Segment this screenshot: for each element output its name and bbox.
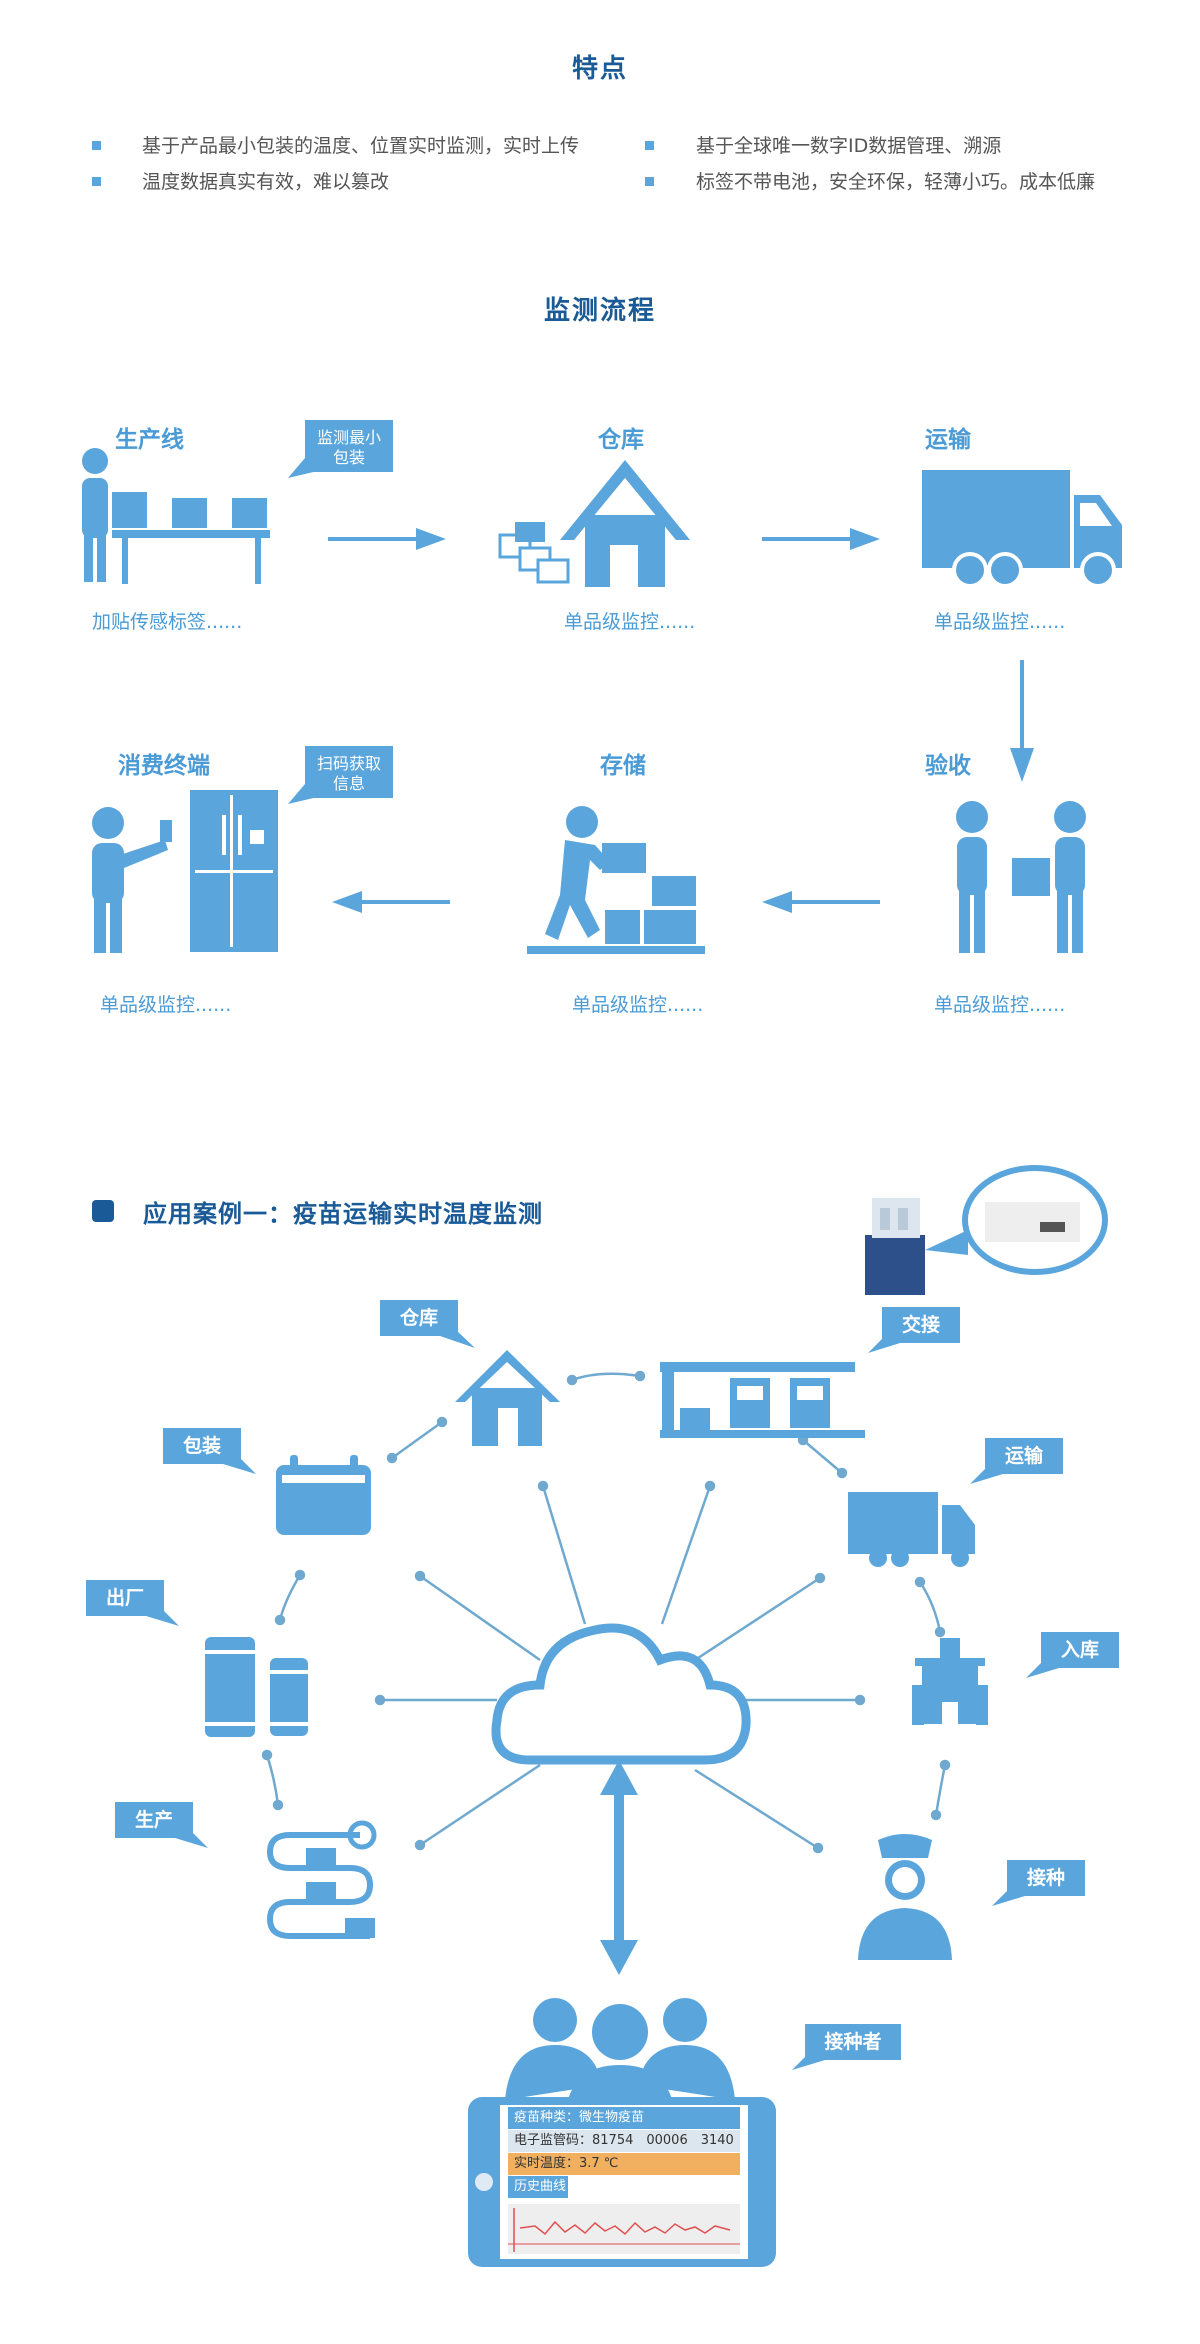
screen-vaccine-type: 疫苗种类：微生物疫苗 — [508, 2107, 740, 2129]
cans-icon — [205, 1637, 308, 1737]
step-title-storage: 存储 — [600, 753, 646, 779]
tag-storage-in: 入库 — [1041, 1632, 1119, 1668]
feature-item: 标签不带电池，安全环保，轻薄小巧。成本低廉 — [696, 171, 1096, 193]
vaccine-box-illustration — [865, 1165, 1108, 1295]
step-title-warehouse: 仓库 — [598, 427, 644, 453]
bubble-tail — [288, 784, 322, 804]
feature-item: 基于产品最小包装的温度、位置实时监测，实时上传 — [142, 135, 580, 157]
step-title-acceptance: 验收 — [925, 753, 971, 779]
truck-icon — [848, 1492, 975, 1567]
screen-code: 电子监管码：81754 00006 3140 — [508, 2130, 740, 2152]
bubble-tail — [288, 458, 322, 478]
step-caption: 单品级监控...... — [934, 611, 1066, 633]
people-group-icon — [505, 1998, 735, 2115]
step-caption: 单品级监控...... — [934, 994, 1066, 1016]
tag-handover: 交接 — [882, 1307, 960, 1343]
tag-production: 生产 — [115, 1802, 193, 1838]
bullet-icon — [645, 141, 654, 150]
screen-temperature: 实时温度：3.7 ℃ — [508, 2153, 740, 2175]
tag-vaccination: 接种 — [1007, 1860, 1085, 1896]
screen-history-label: 历史曲线： — [508, 2176, 579, 2198]
flow-arrows — [328, 528, 1034, 913]
process-illustrations — [82, 448, 1122, 954]
process-title: 监测流程 — [543, 296, 656, 326]
callout-bubble: 监测最小包装 — [305, 420, 393, 472]
double-arrow-icon — [600, 1760, 638, 1975]
feature-item: 温度数据真实有效，难以篡改 — [142, 171, 390, 193]
tag-warehouse: 仓库 — [380, 1300, 458, 1336]
step-title-consumer: 消费终端 — [118, 753, 210, 779]
callout-bubble: 扫码获取信息 — [305, 746, 393, 798]
step-caption: 单品级监控...... — [100, 994, 232, 1016]
case-square-icon — [92, 1200, 114, 1222]
production-line-icon — [82, 448, 270, 584]
consumer-icon — [92, 790, 278, 953]
cloud-icon — [491, 1623, 751, 1765]
bullet-icon — [92, 177, 101, 186]
handover-station-icon — [660, 1362, 865, 1438]
acceptance-icon — [956, 801, 1086, 953]
features-title: 特点 — [571, 54, 628, 84]
step-caption: 加贴传感标签...... — [92, 611, 243, 633]
nurse-icon — [858, 1834, 952, 1960]
case-title: 应用案例一：疫苗运输实时温度监测 — [143, 1200, 543, 1228]
packaging-icon — [276, 1455, 371, 1535]
storage-icon — [527, 806, 705, 954]
step-caption: 单品级监控...... — [572, 994, 704, 1016]
bullet-icon — [92, 141, 101, 150]
history-curve — [508, 2204, 740, 2254]
production-conveyor-icon — [266, 1820, 377, 1939]
hospital-icon — [912, 1638, 988, 1725]
step-title-production: 生产线 — [115, 427, 184, 453]
feature-item: 基于全球唯一数字ID数据管理、溯源 — [696, 135, 1002, 157]
tablet-home-button — [475, 2173, 493, 2191]
tag-transport: 运输 — [985, 1438, 1063, 1474]
tag-factory-out: 出厂 — [86, 1580, 164, 1616]
step-caption: 单品级监控...... — [564, 611, 696, 633]
truck-icon — [922, 470, 1122, 588]
step-title-transport: 运输 — [925, 427, 971, 453]
tag-vaccinee: 接种者 — [805, 2024, 901, 2060]
tag-packaging: 包装 — [163, 1428, 241, 1464]
warehouse-icon — [498, 460, 690, 587]
warehouse-icon — [455, 1350, 560, 1446]
bullet-icon — [645, 177, 654, 186]
